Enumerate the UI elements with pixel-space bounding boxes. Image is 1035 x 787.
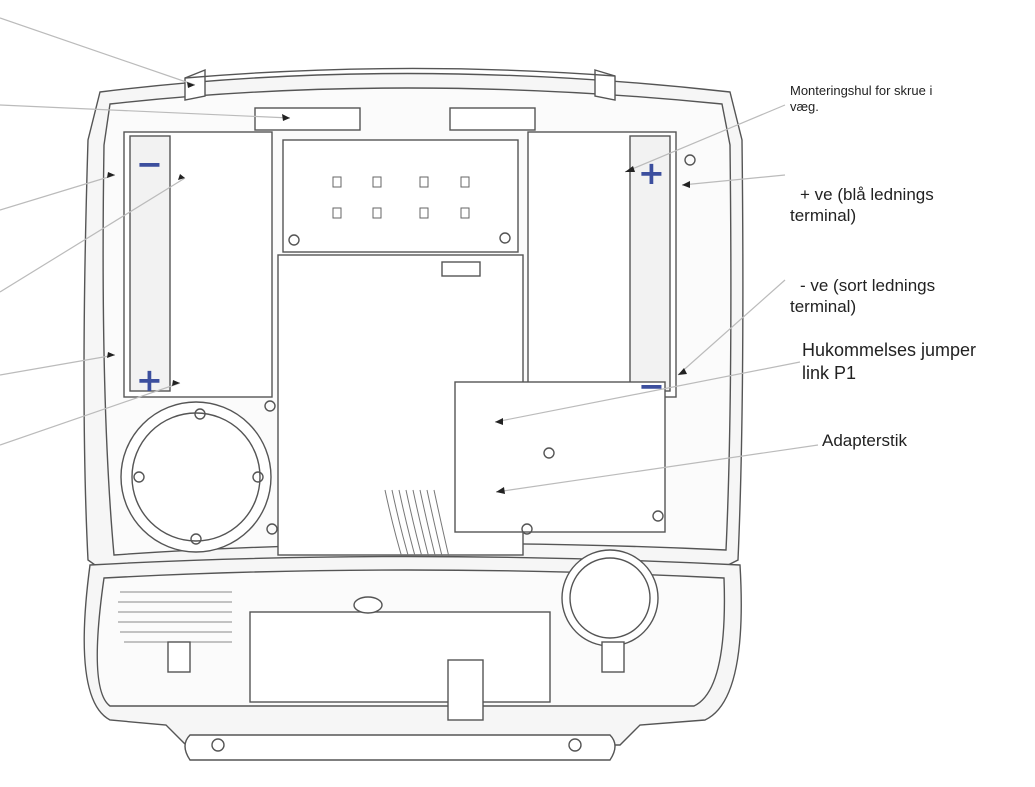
callout-mounting-hole-line1: Monteringshul for skrue i bbox=[790, 83, 933, 98]
right-speaker-grill bbox=[561, 549, 659, 647]
callout-plus-terminal: + ve (blå lednings terminal) bbox=[790, 184, 934, 227]
battery-cell-right bbox=[629, 135, 671, 392]
callout-mounting-hole-line2: væg. bbox=[790, 99, 819, 115]
leader-adapter bbox=[495, 444, 819, 493]
leader-minus bbox=[677, 279, 786, 376]
minus-sign-right: − bbox=[638, 367, 665, 405]
leader-left-3 bbox=[0, 174, 116, 211]
leader-left-2 bbox=[0, 104, 291, 119]
callout-mounting-hole: Monteringshul for skrue i væg. bbox=[790, 83, 932, 116]
callout-plus-terminal-line2: terminal) bbox=[790, 206, 857, 226]
screw bbox=[652, 510, 664, 522]
screw bbox=[543, 447, 555, 459]
plus-sign-left: + bbox=[136, 361, 163, 399]
leader-mounting bbox=[624, 104, 786, 173]
terminal-block-right bbox=[449, 107, 536, 131]
leader-plus bbox=[681, 174, 786, 186]
callout-minus-terminal-line2: terminal) bbox=[790, 297, 857, 317]
base-slot bbox=[447, 659, 484, 721]
base-panel bbox=[249, 611, 551, 703]
screw bbox=[264, 400, 276, 412]
screw bbox=[684, 154, 696, 166]
callout-memory-jumper: Hukommelses jumper link P1 bbox=[802, 339, 976, 384]
bottom-handle bbox=[184, 734, 616, 761]
speaker-inner bbox=[131, 412, 261, 542]
leader-left-4 bbox=[0, 177, 186, 293]
callout-memory-jumper-line1: Hukommelses jumper bbox=[802, 340, 977, 360]
screw bbox=[211, 738, 225, 752]
top-rim bbox=[184, 67, 616, 79]
callout-adapter: Adapterstik bbox=[822, 430, 907, 451]
screw bbox=[266, 523, 278, 535]
cylinder-left bbox=[167, 641, 191, 673]
cylinder-right bbox=[601, 641, 625, 673]
pcb-top bbox=[282, 139, 519, 253]
base-hole bbox=[353, 596, 383, 614]
left-grill bbox=[118, 591, 232, 643]
callout-plus-terminal-line1: + ve (blå lednings bbox=[800, 185, 934, 204]
screw bbox=[568, 738, 582, 752]
callout-minus-terminal: - ve (sort lednings terminal) bbox=[790, 275, 935, 318]
leader-memory bbox=[494, 361, 801, 423]
battery-cell-left bbox=[129, 135, 171, 392]
leader-left-5 bbox=[0, 354, 116, 376]
leader-left-1 bbox=[0, 17, 196, 86]
callout-memory-jumper-line2: link P1 bbox=[802, 362, 857, 383]
screw bbox=[288, 234, 300, 246]
terminal-block-left bbox=[254, 107, 361, 131]
minus-sign-left: − bbox=[136, 145, 163, 183]
keypad-dots bbox=[332, 176, 470, 219]
device-outline bbox=[83, 67, 744, 761]
arrow-heads bbox=[107, 82, 690, 494]
callout-adapter-line1: Adapterstik bbox=[822, 431, 908, 450]
leader-left-6 bbox=[0, 382, 181, 446]
callout-minus-terminal-line1: - ve (sort lednings bbox=[800, 276, 936, 295]
leader-lines bbox=[0, 17, 819, 493]
screw bbox=[521, 523, 533, 535]
pcb-sub bbox=[454, 381, 666, 533]
top-clip-right bbox=[594, 69, 616, 101]
speaker-circle bbox=[120, 401, 272, 553]
pcb-connector bbox=[441, 261, 481, 277]
plus-sign-right: + bbox=[638, 154, 665, 192]
screw bbox=[499, 232, 511, 244]
